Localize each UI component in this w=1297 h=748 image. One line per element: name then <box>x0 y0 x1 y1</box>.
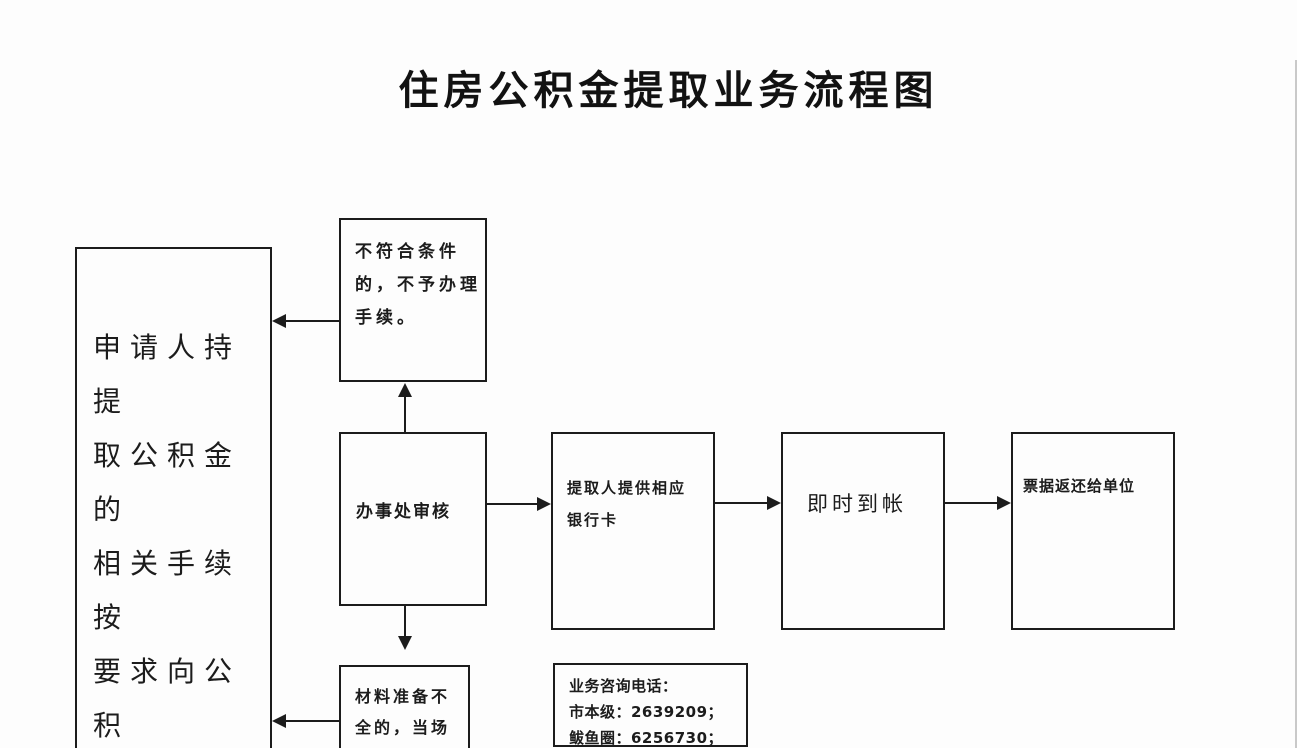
node-incomplete-materials: 材料准备不 全的，当场 告知补齐材 <box>339 665 470 748</box>
page-title: 住房公积金提取业务流程图 <box>398 68 939 114</box>
page-edge-shadow <box>1295 60 1297 748</box>
node-instant-credit: 即时到帐 <box>781 432 945 630</box>
node-provide-bank-card: 提取人提供相应 银行卡 <box>551 432 715 630</box>
node-applicant-submit-materials: 申请人持提 取公积金的 相关手续按 要求向公积 金管理中心 办事处报送 相关材料 <box>75 247 272 748</box>
node-hotline-info: 业务咨询电话： 市本级：2639209； 鲅鱼圈：6256730； <box>553 663 748 747</box>
node-receipt-returned: 票据返还给单位 <box>1011 432 1175 630</box>
node-office-review: 办事处审核 <box>339 432 487 606</box>
node-reject-not-qualified: 不符合条件 的，不予办理 手续。 <box>339 218 487 382</box>
